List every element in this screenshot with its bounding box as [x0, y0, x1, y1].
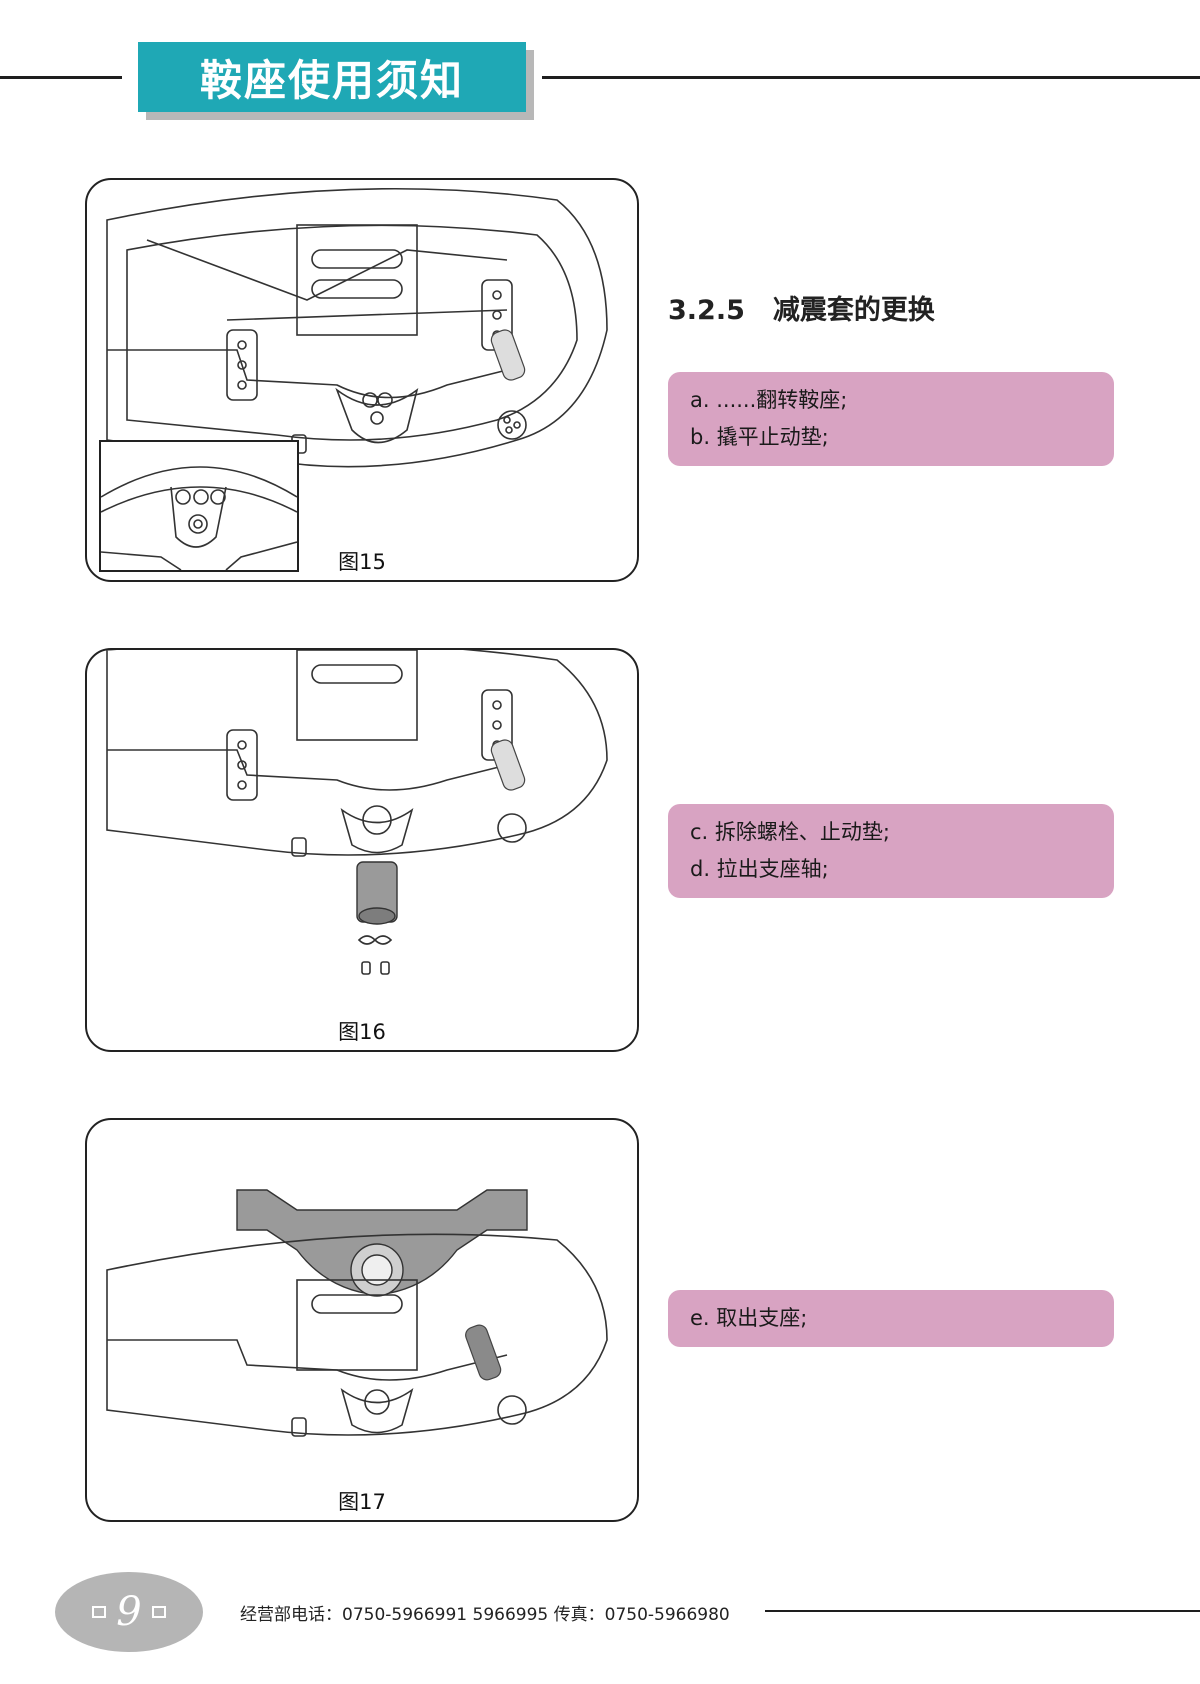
saddle-support-removed-illustration: [106, 1189, 608, 1437]
step-line: e. 取出支座;: [690, 1306, 808, 1330]
detail-inset: [99, 440, 299, 572]
saddle-underside-illustration: [106, 187, 608, 468]
page-number-badge: 9: [55, 1572, 203, 1652]
saddle-exploded-illustration: [106, 650, 608, 975]
footer-rule: [765, 1610, 1200, 1612]
page-title: 鞍座使用须知: [138, 42, 526, 112]
figure-17: 图17: [85, 1118, 639, 1522]
figure-16: 图16: [85, 648, 639, 1052]
section-title: 减震套的更换: [772, 295, 935, 326]
step-line: d. 拉出支座轴;: [690, 857, 829, 881]
header-rule-right: [542, 76, 1200, 79]
square-icon: [92, 1606, 107, 1618]
footer-contact: 经营部电话：0750-5966991 5966995 传真：0750-59669…: [240, 1605, 730, 1625]
step-line: a. ......翻转鞍座;: [690, 388, 848, 412]
step-box-3: e. 取出支座;: [668, 1290, 1114, 1347]
figure-caption: 图16: [338, 1020, 386, 1044]
section-heading: 3.2.5 减震套的更换: [668, 288, 935, 327]
page-number: 9: [116, 1589, 142, 1635]
step-box-1: a. ......翻转鞍座; b. 撬平止动垫;: [668, 372, 1114, 466]
inset-detail-illustration: [101, 466, 297, 570]
figure-caption: 图17: [338, 1490, 386, 1514]
square-icon: [151, 1606, 166, 1618]
figure-15: 图15: [85, 178, 639, 582]
step-line: b. 撬平止动垫;: [690, 425, 829, 449]
header-rule-left: [0, 76, 122, 79]
step-line: c. 拆除螺栓、止动垫;: [690, 820, 890, 844]
step-box-2: c. 拆除螺栓、止动垫; d. 拉出支座轴;: [668, 804, 1114, 898]
figure-caption: 图15: [338, 550, 386, 574]
section-number: 3.2.5: [668, 295, 745, 326]
